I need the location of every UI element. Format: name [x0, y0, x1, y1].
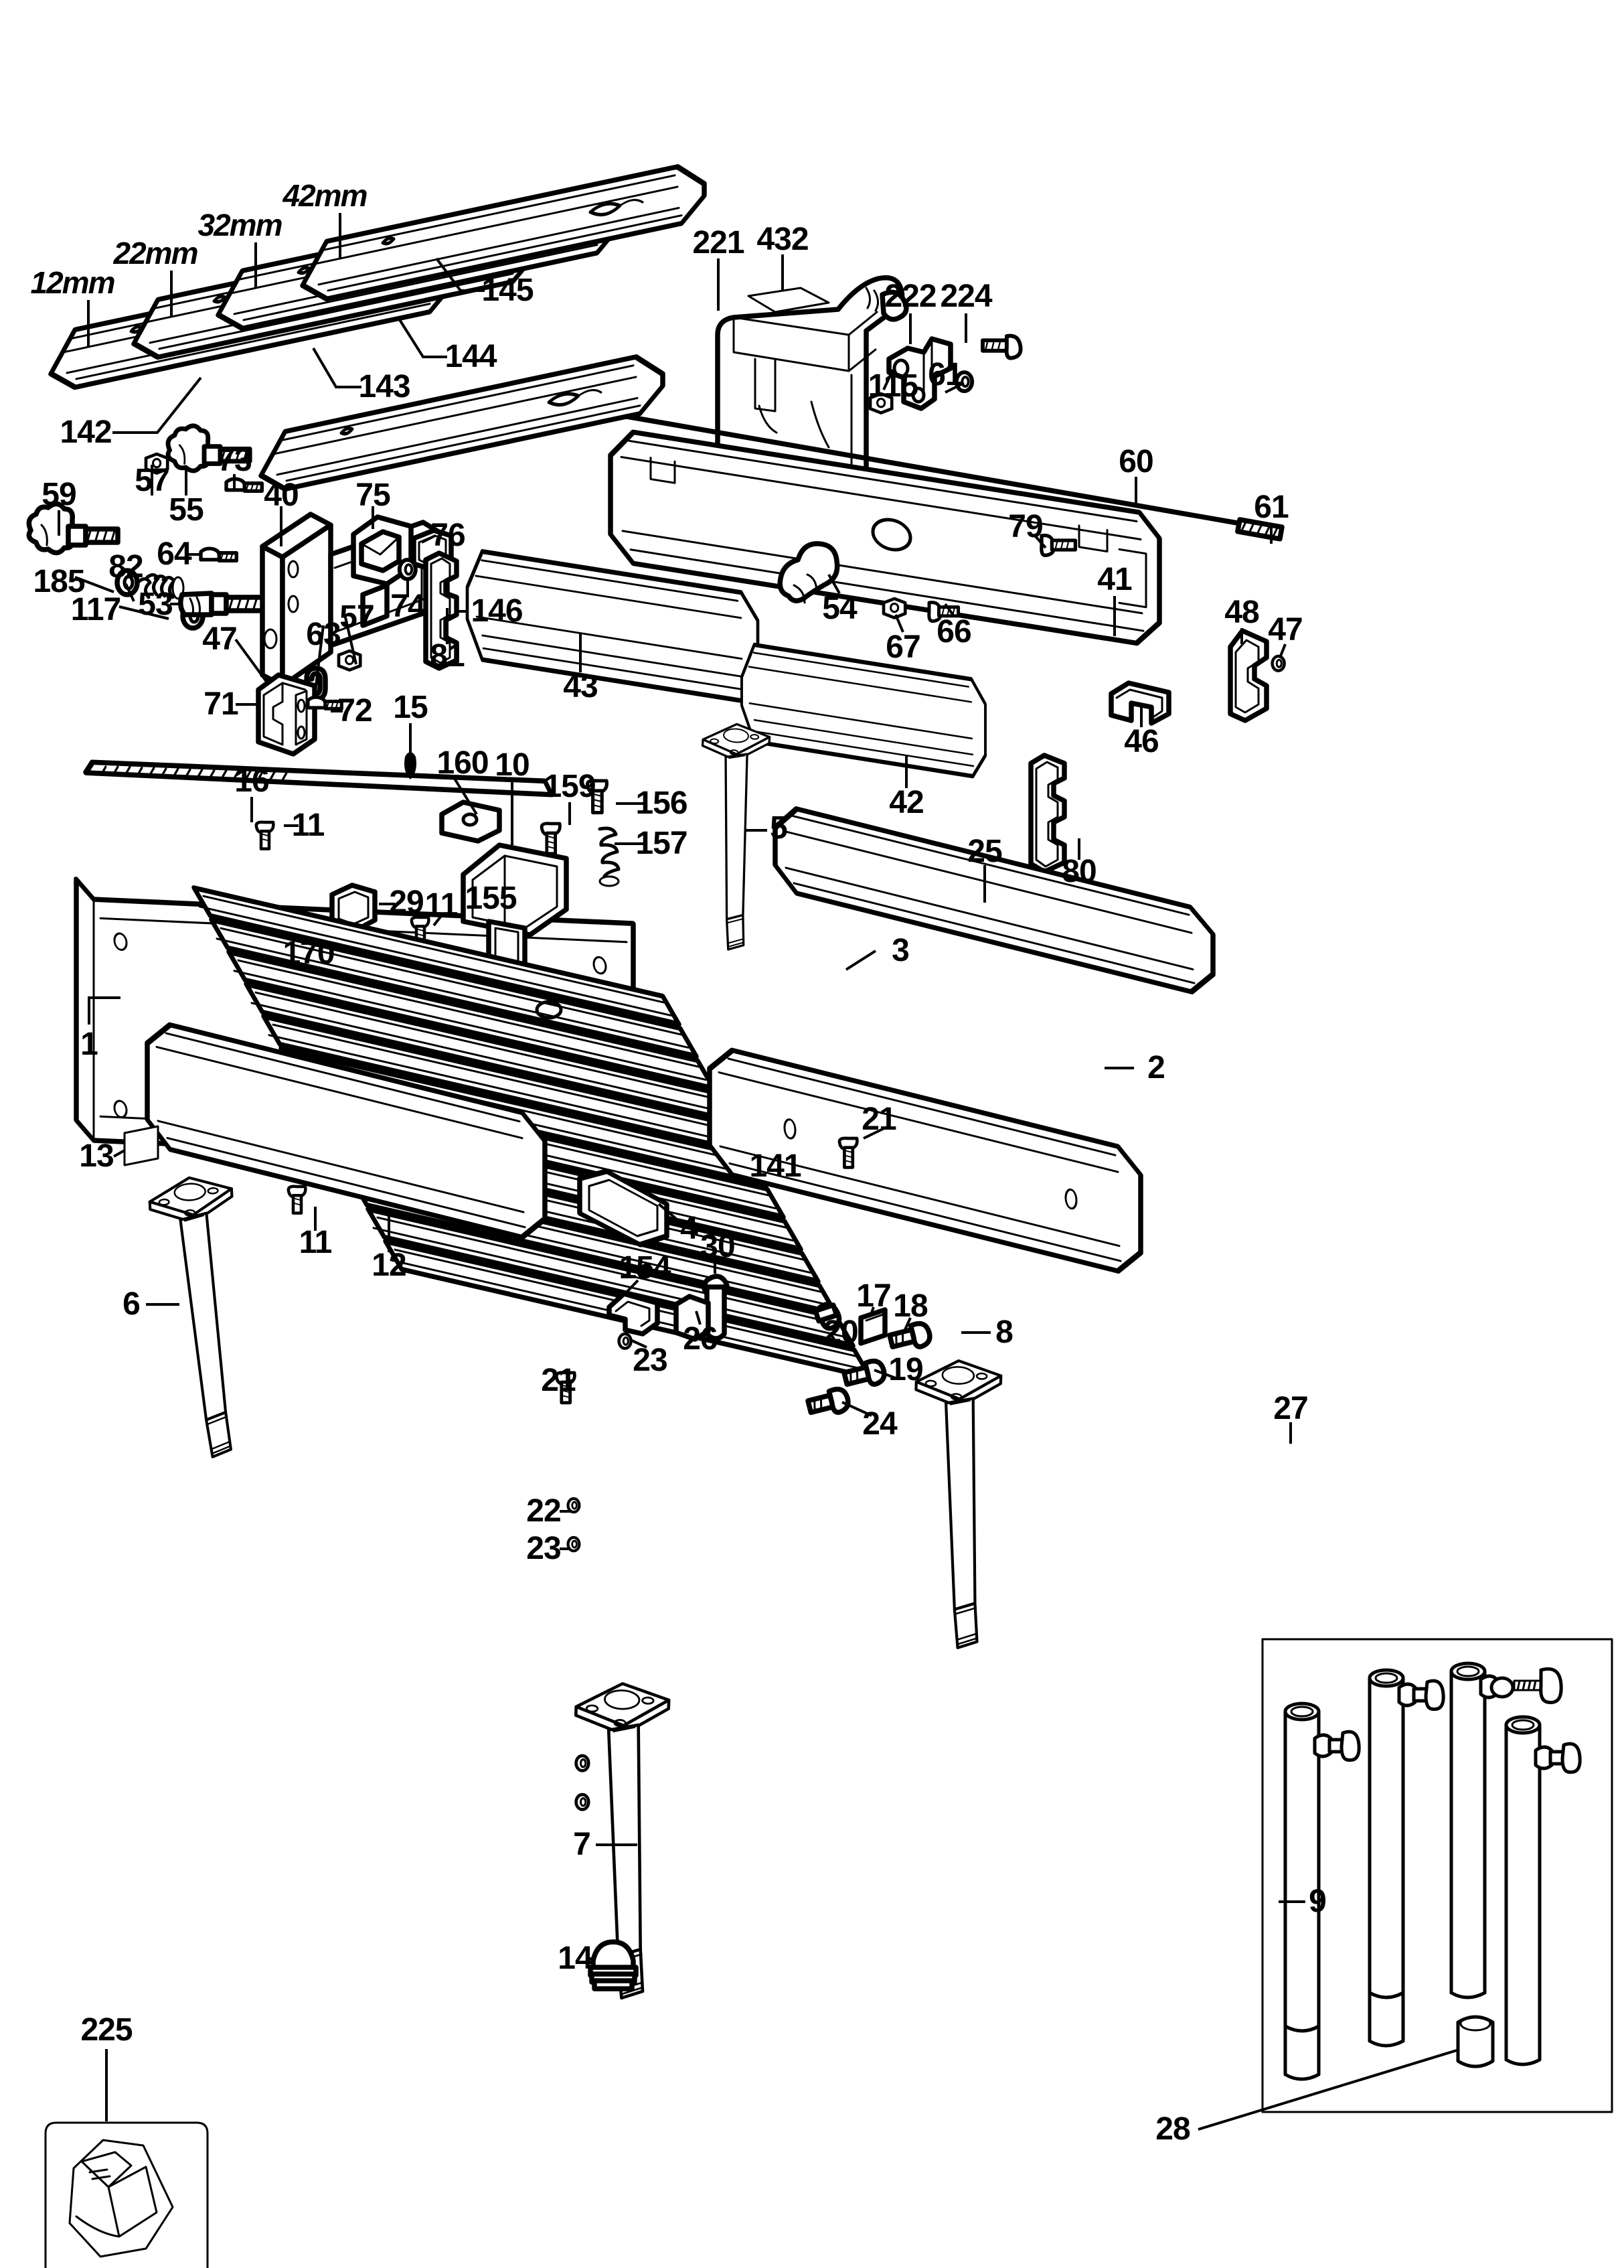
- callout-222: 222: [884, 279, 937, 314]
- callout-144: 144: [444, 339, 497, 374]
- callout-40: 40: [264, 477, 299, 513]
- callout-67: 67: [886, 629, 920, 665]
- callout-141: 141: [749, 1148, 801, 1184]
- callout-61: 61: [928, 357, 963, 392]
- callout-11: 11: [424, 887, 459, 923]
- callout-27: 27: [1273, 1391, 1308, 1426]
- callout-79: 79: [1008, 509, 1043, 544]
- callout-10: 10: [495, 747, 530, 783]
- callout-17: 17: [856, 1278, 891, 1314]
- callout-432: 432: [756, 222, 809, 257]
- callout-76: 76: [430, 518, 465, 553]
- callout-146: 146: [471, 593, 523, 629]
- callout-80: 80: [1062, 854, 1097, 889]
- callout-61: 61: [1254, 489, 1289, 525]
- callout-29: 29: [389, 885, 424, 920]
- callout-21: 21: [541, 1363, 576, 1398]
- callout-30: 30: [700, 1229, 735, 1264]
- callout-2: 2: [1147, 1050, 1165, 1085]
- size-label-22mm: 22mm: [113, 236, 199, 271]
- callout-9: 9: [1309, 1884, 1327, 1919]
- callout-159: 159: [544, 769, 596, 804]
- callout-1: 1: [80, 1027, 98, 1062]
- callout-66: 66: [937, 614, 971, 650]
- callout-73: 73: [217, 443, 252, 478]
- callout-72: 72: [337, 693, 372, 729]
- callout-47: 47: [202, 621, 237, 657]
- size-label-12mm: 12mm: [30, 265, 116, 300]
- callout-143: 143: [358, 369, 410, 404]
- callout-142: 142: [60, 414, 112, 450]
- callout-59: 59: [42, 477, 76, 512]
- callout-157: 157: [635, 826, 687, 861]
- callout-225: 225: [80, 2012, 133, 2048]
- callout-5: 5: [770, 810, 788, 846]
- callout-55: 55: [169, 492, 204, 528]
- callout-24: 24: [862, 1406, 897, 1442]
- callout-60: 60: [1119, 444, 1153, 479]
- callout-117: 117: [70, 592, 121, 627]
- callout-82: 82: [108, 549, 143, 585]
- callout-75: 75: [355, 477, 390, 513]
- callout-74: 74: [390, 589, 425, 624]
- callout-185: 185: [33, 564, 85, 599]
- callout-3: 3: [892, 933, 910, 968]
- callout-160: 160: [436, 745, 489, 781]
- callout-26: 26: [683, 1321, 718, 1357]
- callout-21: 21: [862, 1102, 896, 1137]
- callout-71: 71: [204, 686, 238, 722]
- callout-6: 6: [123, 1286, 141, 1322]
- callout-28: 28: [1155, 2111, 1190, 2147]
- callout-224: 224: [940, 279, 992, 314]
- callout-16: 16: [234, 763, 269, 799]
- callout-12: 12: [372, 1248, 406, 1283]
- callout-64: 64: [157, 536, 191, 572]
- size-label-42mm: 42mm: [282, 178, 368, 213]
- callout-155: 155: [465, 881, 517, 916]
- callout-46: 46: [1124, 724, 1159, 759]
- callout-57: 57: [339, 599, 374, 635]
- callout-41: 41: [1097, 562, 1132, 597]
- callout-115: 115: [868, 368, 918, 404]
- callout-20: 20: [823, 1314, 858, 1350]
- callout-25: 25: [967, 834, 1002, 869]
- callout-170: 170: [282, 935, 335, 971]
- callout-11: 11: [299, 1225, 333, 1260]
- callout-15: 15: [393, 690, 428, 725]
- callout-81: 81: [430, 638, 465, 674]
- callout-156: 156: [635, 785, 687, 821]
- callout-13: 13: [79, 1138, 114, 1174]
- callout-11: 11: [291, 808, 325, 843]
- callout-43: 43: [563, 669, 598, 704]
- callout-18: 18: [893, 1288, 928, 1324]
- callout-53: 53: [138, 587, 173, 622]
- callout-19: 19: [888, 1352, 923, 1387]
- callout-57: 57: [135, 463, 169, 498]
- callout-14: 14: [558, 1941, 592, 1976]
- callout-221: 221: [692, 225, 744, 260]
- callout-42: 42: [889, 785, 924, 820]
- callout-4: 4: [680, 1211, 698, 1246]
- callout-63: 63: [306, 617, 341, 652]
- callout-23: 23: [526, 1531, 561, 1566]
- callout-7: 7: [573, 1827, 591, 1862]
- callout-48: 48: [1224, 595, 1259, 630]
- callout-145: 145: [481, 273, 534, 308]
- callout-47: 47: [1268, 612, 1303, 648]
- callout-154: 154: [619, 1250, 671, 1286]
- callout-8: 8: [995, 1314, 1013, 1350]
- callout-23: 23: [633, 1343, 667, 1378]
- callout-22: 22: [526, 1493, 561, 1529]
- callout-54: 54: [822, 591, 857, 626]
- size-label-32mm: 32mm: [197, 208, 283, 242]
